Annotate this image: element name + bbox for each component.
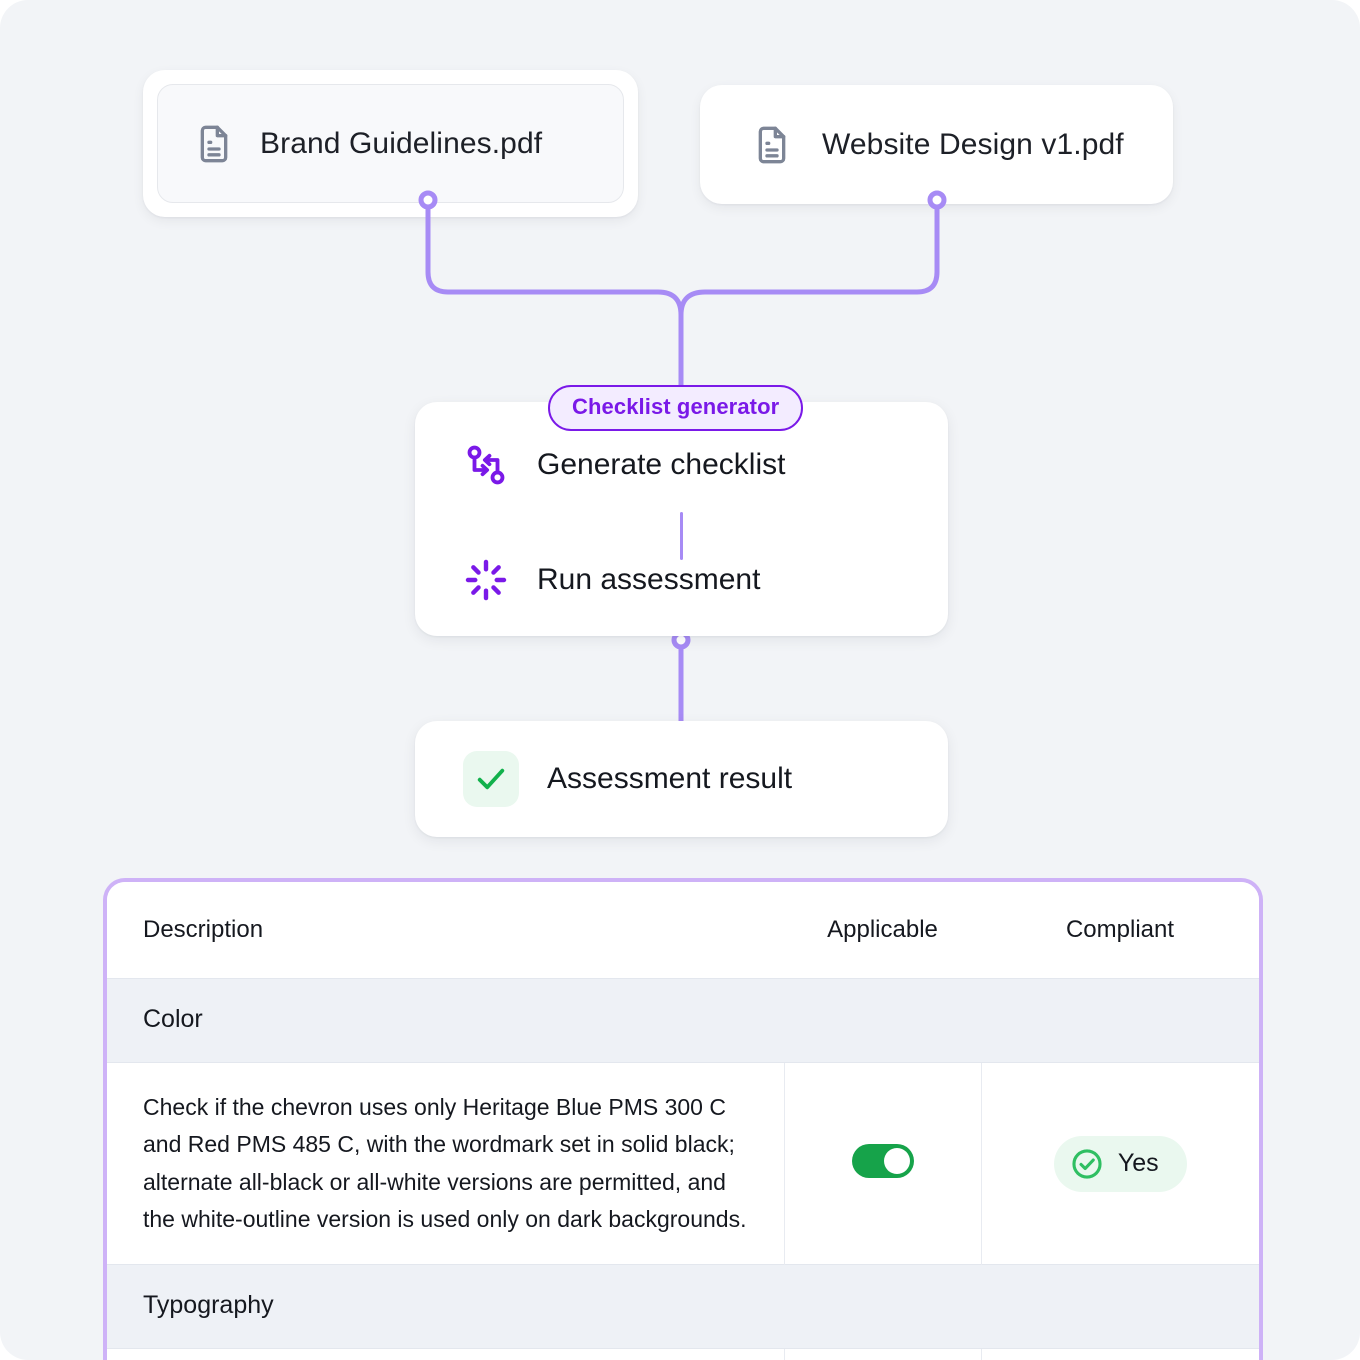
row-description: Check if the chevron uses only Heritage … xyxy=(107,1062,785,1265)
node-step-label: Run assessment xyxy=(537,563,761,596)
table-row[interactable]: Check that the word in the Arrow mark is… xyxy=(107,1348,1259,1360)
checklist-generator-node[interactable]: Generate checklist Run assessment xyxy=(415,402,948,636)
node-badge[interactable]: Checklist generator xyxy=(548,385,804,431)
group-label: Color xyxy=(107,978,1259,1063)
status-badge-yes: Yes xyxy=(1053,1135,1187,1192)
source-card-website-design[interactable]: Website Design v1.pdf xyxy=(700,85,1173,204)
node-step-label: Generate checklist xyxy=(537,448,786,481)
column-header-applicable: Applicable xyxy=(784,882,981,979)
circle-check-icon xyxy=(1072,1148,1102,1179)
applicable-toggle[interactable] xyxy=(851,1144,914,1178)
assessment-result-node[interactable]: Assessment result xyxy=(415,721,948,837)
status-badge-label: Yes xyxy=(1117,1149,1159,1177)
node-step-run-assessment[interactable]: Run assessment xyxy=(463,557,760,603)
assessment-result-label: Assessment result xyxy=(547,762,793,795)
file-document-icon xyxy=(752,125,792,165)
source-card-label: Brand Guidelines.pdf xyxy=(260,126,543,160)
loader-spinner-icon xyxy=(463,557,509,603)
row-compliant-cell: Yes xyxy=(981,1062,1259,1265)
row-applicable-cell[interactable] xyxy=(784,1062,982,1265)
node-step-generate-checklist[interactable]: Generate checklist xyxy=(463,442,785,488)
checklist-table-element: Description Applicable Compliant Color C… xyxy=(107,882,1259,1360)
table-header: Description Applicable Compliant xyxy=(107,882,1259,979)
source-card-inner: Website Design v1.pdf xyxy=(700,85,1173,204)
group-label: Typography xyxy=(107,1264,1259,1349)
table-body: Color Check if the chevron uses only Her… xyxy=(107,978,1259,1360)
table-row[interactable]: Check if the chevron uses only Heritage … xyxy=(107,1062,1259,1265)
table-header-row: Description Applicable Compliant xyxy=(107,882,1259,979)
row-applicable-cell[interactable] xyxy=(784,1348,982,1360)
table-group-row: Typography xyxy=(107,1264,1259,1349)
row-compliant-cell: No xyxy=(981,1348,1259,1360)
file-document-icon xyxy=(194,124,234,164)
row-description: Check that the word in the Arrow mark is… xyxy=(107,1348,785,1360)
column-header-compliant: Compliant xyxy=(981,882,1259,979)
checklist-table: Description Applicable Compliant Color C… xyxy=(103,878,1263,1360)
node-step-connector xyxy=(680,512,683,560)
check-icon xyxy=(463,751,519,807)
table-group-row: Color xyxy=(107,978,1259,1063)
toggle-knob xyxy=(883,1148,910,1174)
source-card-brand-guidelines[interactable]: Brand Guidelines.pdf xyxy=(143,70,638,217)
column-header-description: Description xyxy=(107,882,784,979)
source-card-inner: Brand Guidelines.pdf xyxy=(157,84,624,203)
shuffle-icon xyxy=(463,442,509,488)
source-card-label: Website Design v1.pdf xyxy=(822,127,1124,161)
